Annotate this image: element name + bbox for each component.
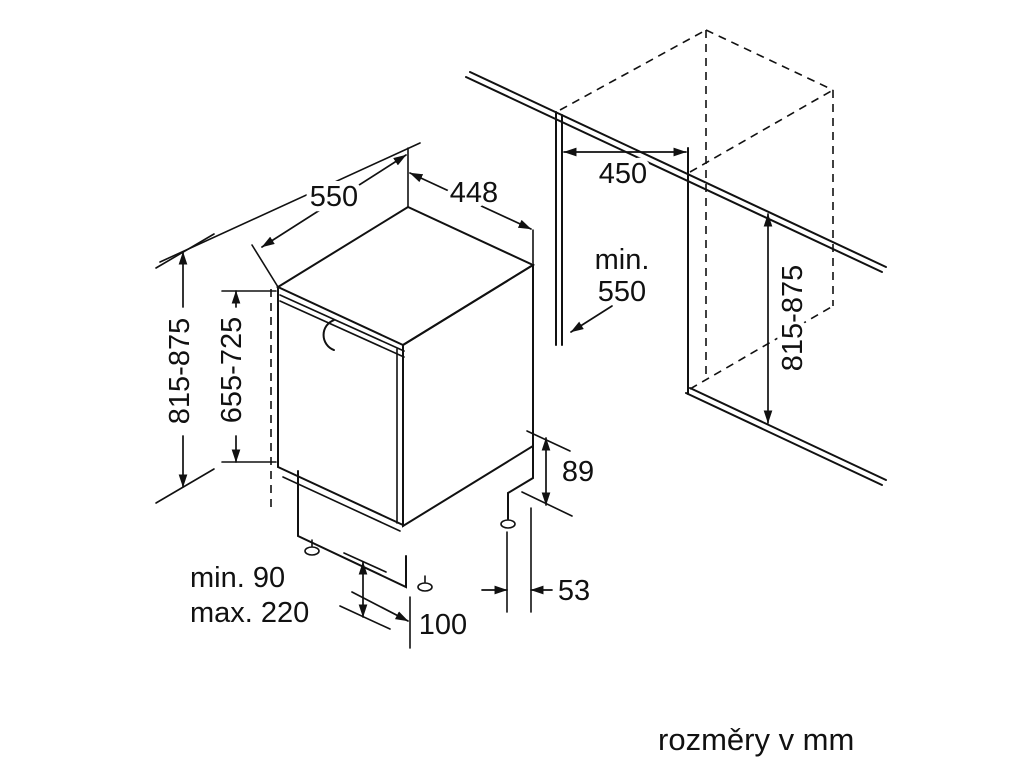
- dim-rear-foot-53: 53: [558, 575, 590, 607]
- dim-front-foot-100: 100: [419, 609, 467, 641]
- units-note: rozměry v mm: [658, 722, 854, 757]
- dim-front-panel-655-725: 655-725: [216, 317, 248, 423]
- dim-plinth-max-220: max. 220: [190, 597, 309, 629]
- dim-depth-550: 550: [310, 181, 358, 213]
- dim-width-448: 448: [450, 177, 498, 209]
- adjustable-feet: [304, 519, 516, 592]
- dimension-lines: [155, 147, 773, 649]
- dim-niche-height-815-875: 815-875: [777, 265, 809, 371]
- dishwasher-outline: [270, 205, 536, 589]
- dimension-labels: 550 448 450 min. 550 815-875 655-725 815…: [159, 153, 854, 757]
- dim-niche-depth-min-word: min.: [595, 244, 650, 276]
- dim-rear-step-89: 89: [562, 456, 594, 488]
- dim-plinth-min-90: min. 90: [190, 562, 285, 594]
- niche-outline: [159, 29, 887, 486]
- dim-niche-width-450: 450: [599, 158, 647, 190]
- dim-appliance-height-815-875: 815-875: [164, 318, 196, 424]
- dim-niche-depth-min-value: 550: [598, 276, 646, 308]
